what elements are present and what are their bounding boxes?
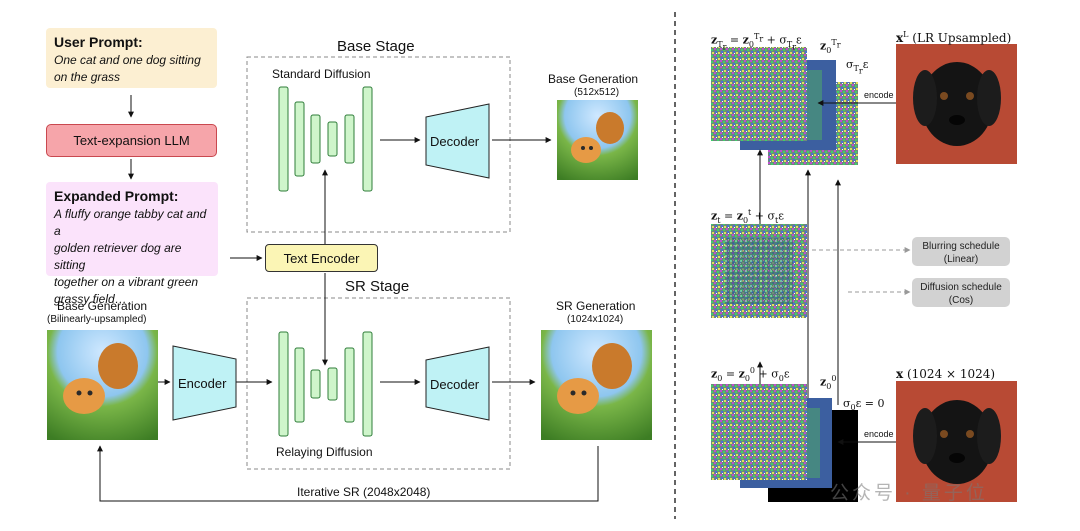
user-prompt-box: User Prompt: One cat and one dog sitting… (46, 28, 217, 88)
text-encoder-label: Text Encoder (283, 250, 360, 266)
iterative-sr-loop (97, 445, 599, 502)
sr-encoder-label: Encoder (178, 376, 227, 391)
encode-label-top: encode (864, 90, 894, 100)
expanded-prompt-line: golden retriever dog are sitting (54, 241, 182, 272)
eq-bottom-noisy: z0 = z00 + σ0ε (711, 366, 790, 383)
base-generation-label: Base Generation (548, 72, 639, 86)
eq-middle-noisy: zt = z0t + σtε (711, 208, 784, 225)
eq-top-latent: z0Tr (820, 38, 841, 55)
hr-caption-text: (1024 × 1024) (906, 367, 996, 381)
sr-input-image (47, 330, 158, 440)
sr-unet-bar (344, 347, 355, 423)
user-prompt-line: on the grass (54, 70, 121, 84)
encode-label-bottom: encode (864, 429, 894, 439)
base-unet-bar (278, 86, 289, 192)
diffusion-schedule-box: Diffusion schedule (Cos) (912, 278, 1010, 307)
sr-stage-title: SR Stage (345, 278, 410, 295)
base-decoder-label: Decoder (430, 134, 480, 149)
sr-input-sublabel: (Bilinearly-upsampled) (47, 314, 147, 325)
diffusion-schedule-title: Diffusion schedule (920, 282, 1002, 293)
expanded-prompt-line: together on a vibrant green (54, 275, 199, 289)
sr-decoder-shape (425, 346, 490, 421)
sr-generation-image (541, 330, 652, 440)
expanded-prompt-line: A fluffy orange tabby cat and a (54, 207, 207, 238)
sr-unet-bar (278, 331, 289, 437)
base-unet-bar (362, 86, 373, 192)
hr-dog-image (896, 381, 1017, 502)
blurring-schedule-title: Blurring schedule (922, 241, 1000, 252)
user-prompt-line: One cat and one dog sitting (54, 53, 201, 67)
sr-unet-bar (294, 347, 305, 423)
sr-decoder-label: Decoder (430, 377, 480, 392)
iterative-sr-label: Iterative SR (2048x2048) (297, 485, 431, 499)
sr-encoder-shape (172, 345, 237, 421)
lr-upsampled-caption: xL (LR Upsampled) (896, 30, 1012, 45)
base-unet-bar (294, 101, 305, 177)
base-unet-bar (344, 114, 355, 164)
base-stage-frame (246, 56, 511, 233)
base-stage-title: Base Stage (337, 38, 415, 55)
eq-bottom-noise: σ0ε = 0 (843, 397, 885, 413)
sr-unet-bar (327, 367, 338, 401)
noisy-latent-top (711, 47, 807, 141)
blurring-schedule-type: (Linear) (943, 254, 979, 265)
standard-diffusion-label: Standard Diffusion (272, 67, 371, 81)
sr-unet-bar (310, 369, 321, 399)
sr-generation-size: (1024x1024) (567, 314, 624, 325)
noisy-latent-bottom (711, 384, 807, 480)
diffusion-schedule-type: (Cos) (948, 295, 974, 306)
sr-input-label: Base Generation (57, 299, 148, 313)
sr-unet-bar (362, 331, 373, 437)
text-encoder-box: Text Encoder (265, 244, 378, 272)
base-unet-bar (327, 121, 338, 157)
text-expansion-llm-box: Text-expansion LLM (46, 124, 217, 157)
base-generation-image (557, 100, 638, 180)
eq-top-noise: σTrε (846, 58, 869, 76)
expanded-prompt-box: Expanded Prompt: A fluffy orange tabby c… (46, 182, 218, 306)
hr-caption: x (1024 × 1024) (896, 367, 996, 381)
eq-top-noisy: zTr = z0Tr + σTrε (711, 32, 802, 52)
eq-bottom-latent: z00 (820, 374, 837, 391)
base-unet-bar (310, 114, 321, 164)
base-generation-size: (512x512) (574, 87, 620, 98)
blurring-schedule-box: Blurring schedule (Linear) (912, 237, 1010, 266)
lr-upsampled-text: (LR Upsampled) (912, 31, 1012, 45)
lr-dog-image (896, 44, 1017, 164)
sr-generation-label: SR Generation (556, 299, 636, 313)
expanded-prompt-line: grassy field… (54, 292, 127, 306)
expanded-prompt-title: Expanded Prompt: (54, 188, 179, 204)
user-prompt-title: User Prompt: (54, 34, 143, 50)
base-decoder-shape (425, 103, 490, 179)
relaying-diffusion-label: Relaying Diffusion (276, 445, 373, 459)
llm-label: Text-expansion LLM (73, 133, 190, 148)
watermark-text: 公众号 · 量子位 (830, 483, 988, 504)
